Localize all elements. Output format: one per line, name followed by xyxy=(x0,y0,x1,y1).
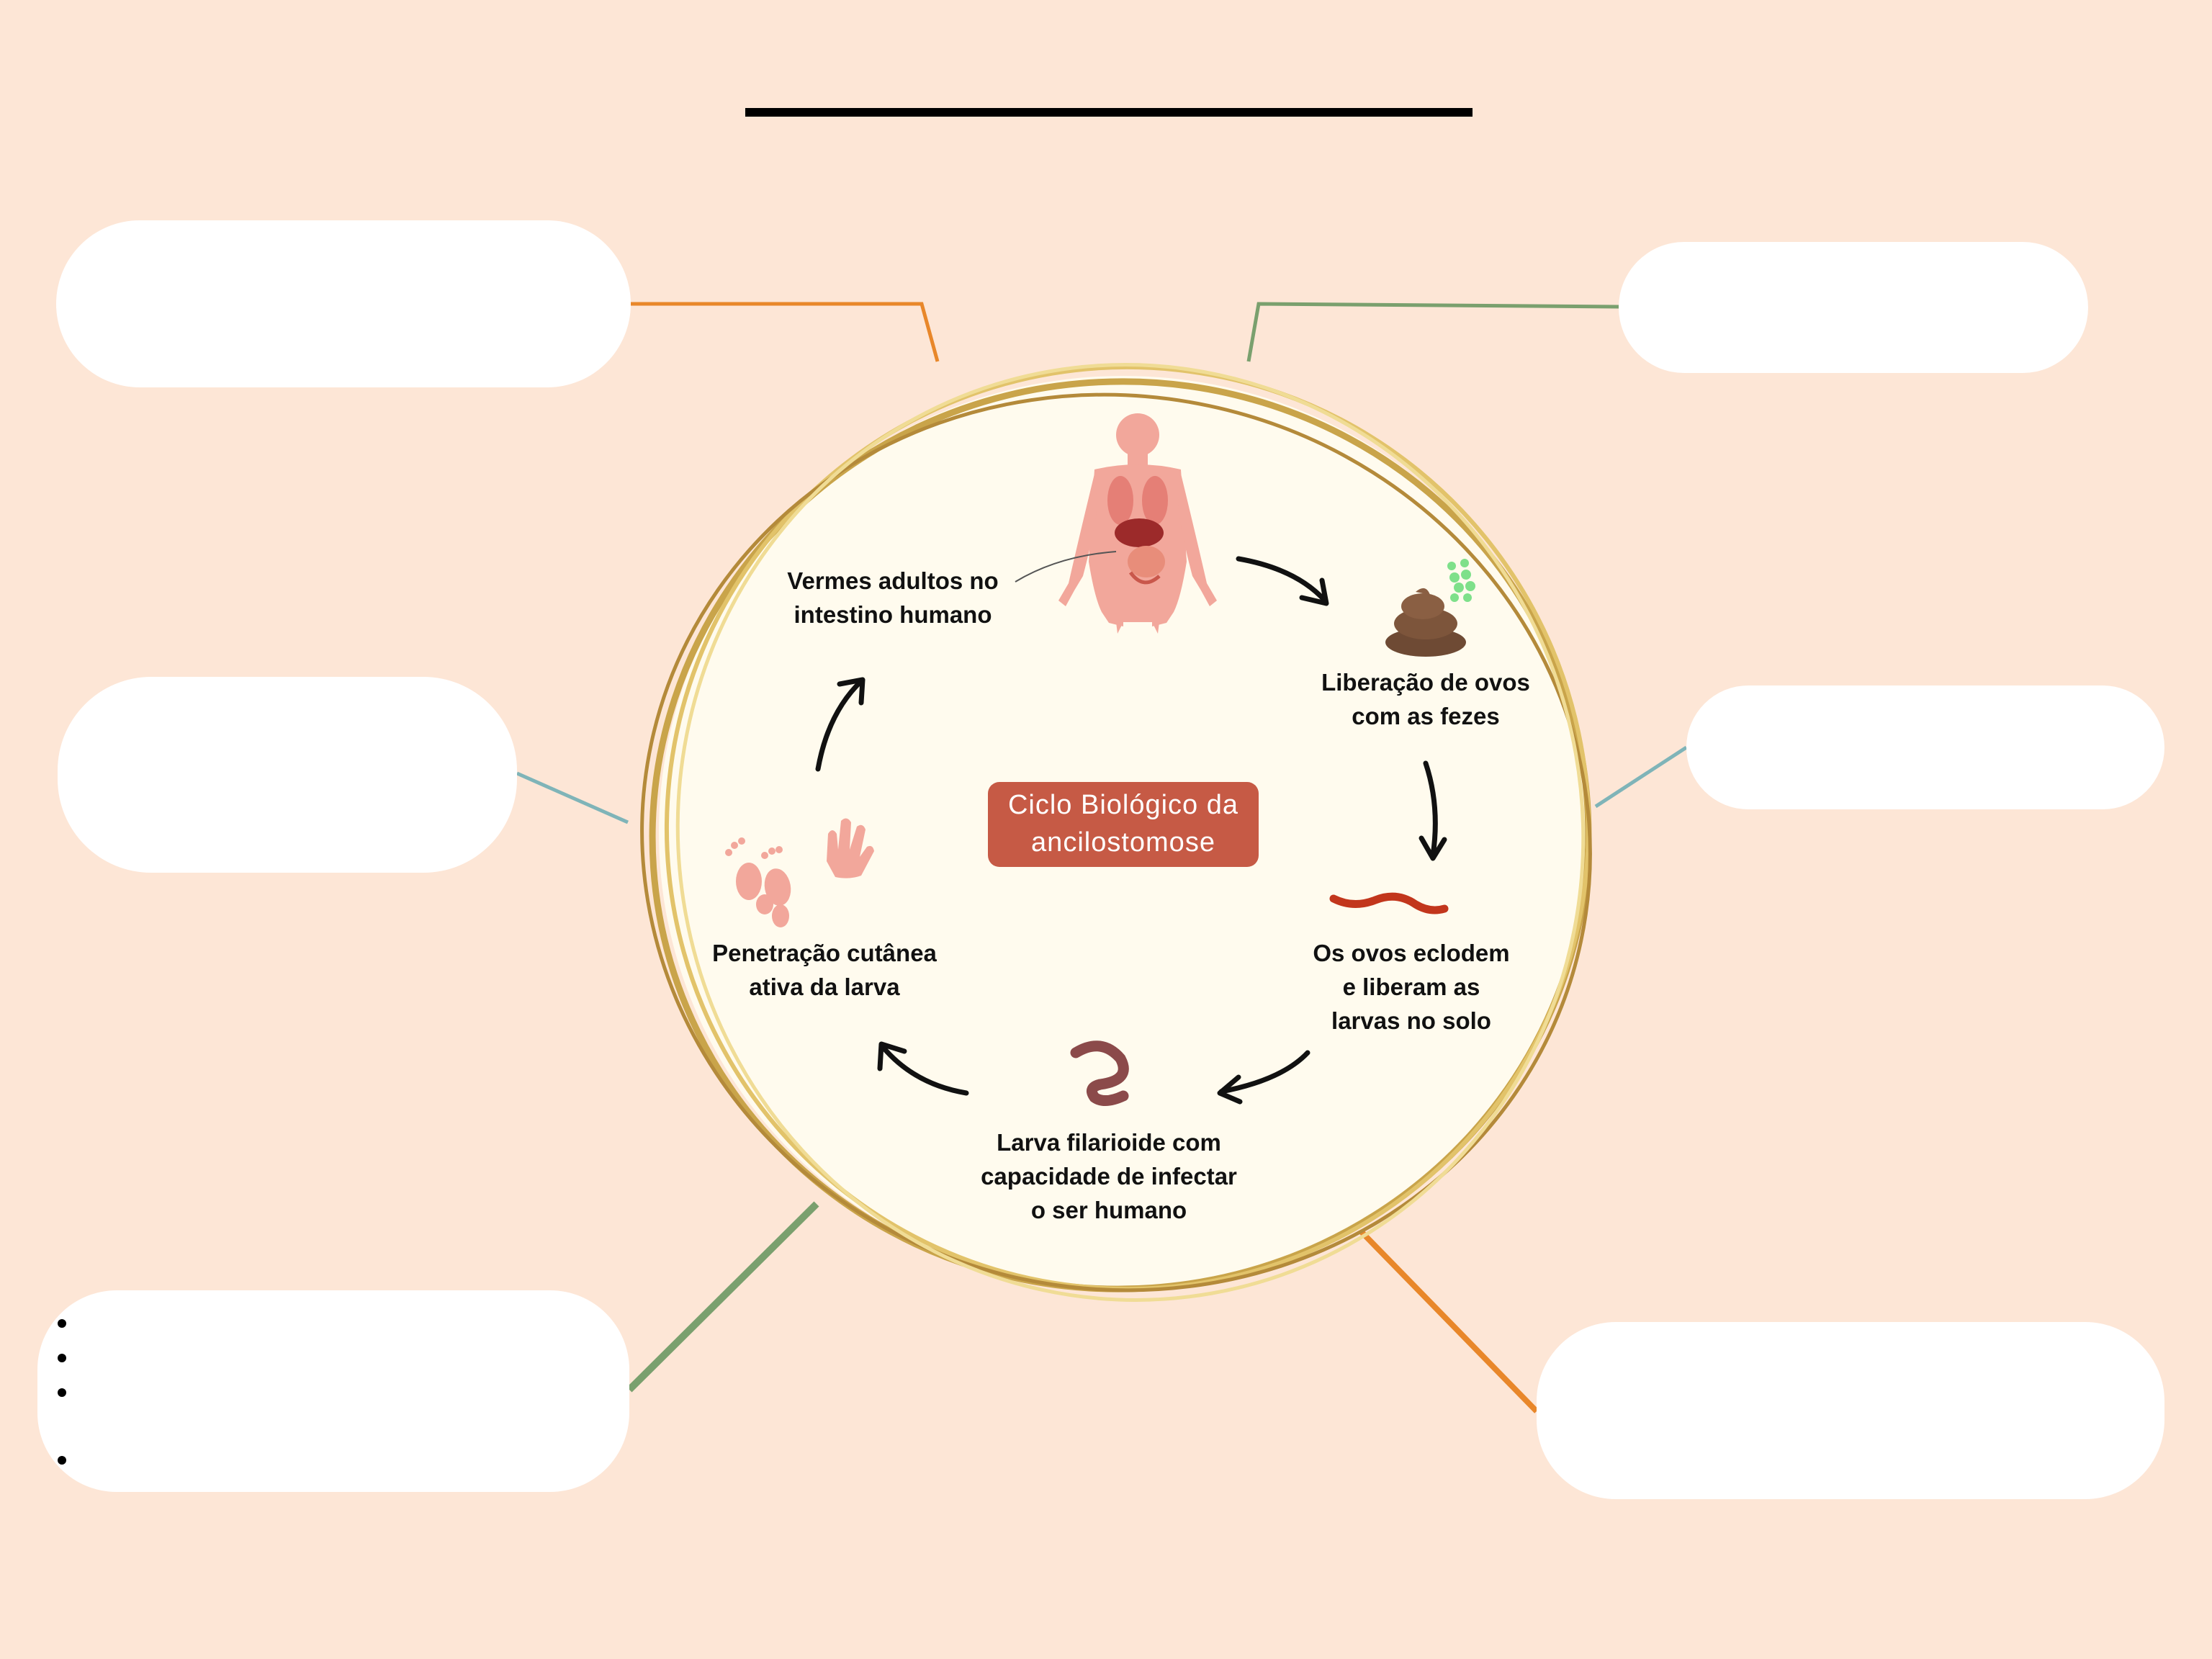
annotation-box-bottom-right[interactable] xyxy=(1537,1322,2164,1499)
arrow-1-to-2 xyxy=(1236,556,1328,603)
annotation-box-middle-right[interactable] xyxy=(1686,685,2164,809)
bullet-marker xyxy=(58,1319,66,1328)
stage-label-adult-worms: Vermes adultos no intestino humano xyxy=(787,567,999,628)
golden-ring xyxy=(640,363,1592,1302)
larva-icon xyxy=(1070,1040,1129,1106)
arrow-5-to-1 xyxy=(815,678,864,772)
bullet-marker xyxy=(58,1354,66,1362)
worm-red-icon xyxy=(1329,892,1449,914)
center-title-badge: Ciclo Biológico da ancilostomose xyxy=(988,782,1259,867)
arrow-4-to-5 xyxy=(880,1044,969,1096)
annotation-box-top-right[interactable] xyxy=(1619,242,2088,373)
stage-label-filariform-larva: Larva filarioide com capacidade de infec… xyxy=(981,1129,1237,1223)
feet-hand-icon xyxy=(725,818,874,927)
connector-middle-left xyxy=(516,771,629,824)
arrow-3-to-4 xyxy=(1218,1050,1310,1094)
bullet-marker xyxy=(58,1456,66,1465)
stage-label-egg-release: Liberação de ovos com as fezes xyxy=(1321,669,1530,729)
arrow-2-to-3 xyxy=(1423,760,1438,858)
connector-top-left xyxy=(631,302,940,362)
stage-label-skin-penetration: Penetração cutânea ativa da larva xyxy=(712,940,937,1000)
stage-label-eggs-hatch: Os ovos eclodem e liberam as larvas no s… xyxy=(1313,940,1510,1034)
connector-middle-right xyxy=(1594,745,1688,809)
connector-top-right xyxy=(1246,302,1619,362)
connector-bottom-left xyxy=(626,1201,819,1393)
annotation-box-top-left[interactable] xyxy=(56,220,631,387)
feces-icon xyxy=(1385,559,1475,657)
title-underline xyxy=(745,108,1473,117)
annotation-box-middle-left[interactable] xyxy=(58,677,517,873)
connector-bottom-right xyxy=(1359,1229,1539,1413)
cycle-arrows xyxy=(815,556,1447,1105)
bullet-marker xyxy=(58,1388,66,1397)
annotation-box-bottom-left[interactable] xyxy=(37,1290,629,1492)
human-body-icon xyxy=(1015,413,1217,634)
